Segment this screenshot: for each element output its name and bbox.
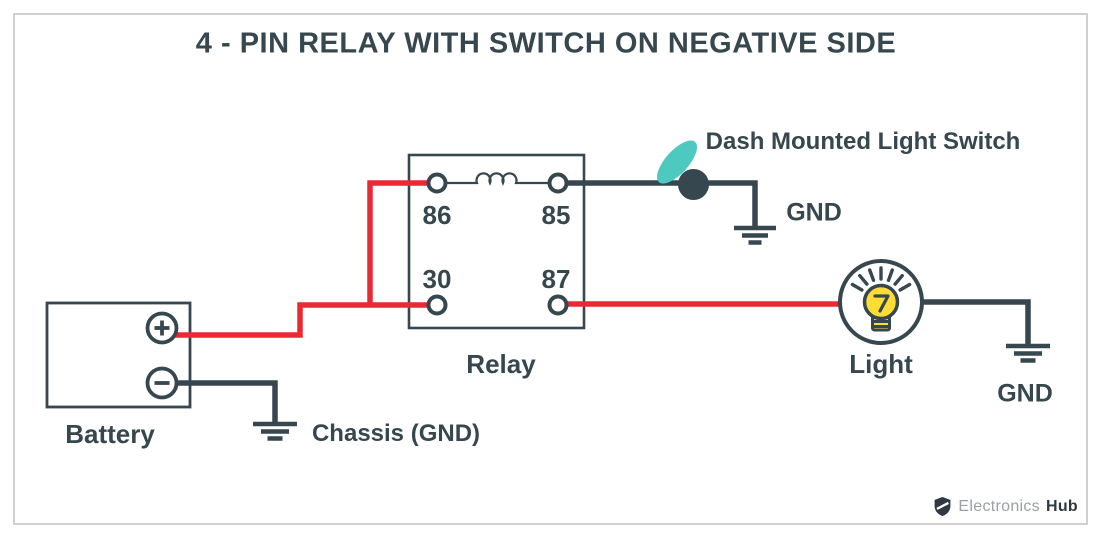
diagram-title: 4 - PIN RELAY WITH SWITCH ON NEGATIVE SI… <box>195 27 897 60</box>
ground-wire <box>176 180 1031 424</box>
relay-label: Relay <box>466 349 536 379</box>
relay-pin-86 <box>426 172 448 194</box>
battery-positive-terminal <box>145 311 179 345</box>
battery-box <box>45 301 192 409</box>
shield-icon <box>935 497 951 516</box>
bulb-filament <box>873 294 890 313</box>
light-bulb-icon <box>838 259 924 345</box>
ground-symbol-chassis <box>253 421 297 441</box>
chassis-gnd-label: Chassis (GND) <box>311 420 481 447</box>
battery-label: Battery <box>65 419 155 449</box>
bulb-rays <box>850 266 912 292</box>
ground-symbol-light <box>1006 343 1050 363</box>
electronics-hub-logo: Electronics Hub <box>933 496 1078 517</box>
switch-gnd-label: GND <box>786 198 842 227</box>
switch-label: Dash Mounted Light Switch <box>705 128 1021 155</box>
ground-symbol-switch <box>734 225 776 245</box>
logo-brand-bold-text: Hub <box>1045 497 1078 515</box>
battery-negative-terminal <box>145 366 179 400</box>
relay-pin-85-label: 85 <box>541 200 571 230</box>
relay-pin-30 <box>426 294 448 316</box>
relay-pin-86-label: 86 <box>422 200 452 230</box>
light-label: Light <box>849 349 913 379</box>
logo-brand-text: Electronics <box>958 497 1040 515</box>
relay-pin-87-label: 87 <box>541 264 571 294</box>
toggle-lever-icon <box>657 140 709 200</box>
positive-wire <box>162 180 852 338</box>
relay-pin-85 <box>547 172 569 194</box>
light-gnd-label: GND <box>997 379 1053 408</box>
relay-pin-30-label: 30 <box>422 264 452 294</box>
relay-pin-87 <box>547 294 569 316</box>
relay-coil-icon <box>446 172 549 186</box>
